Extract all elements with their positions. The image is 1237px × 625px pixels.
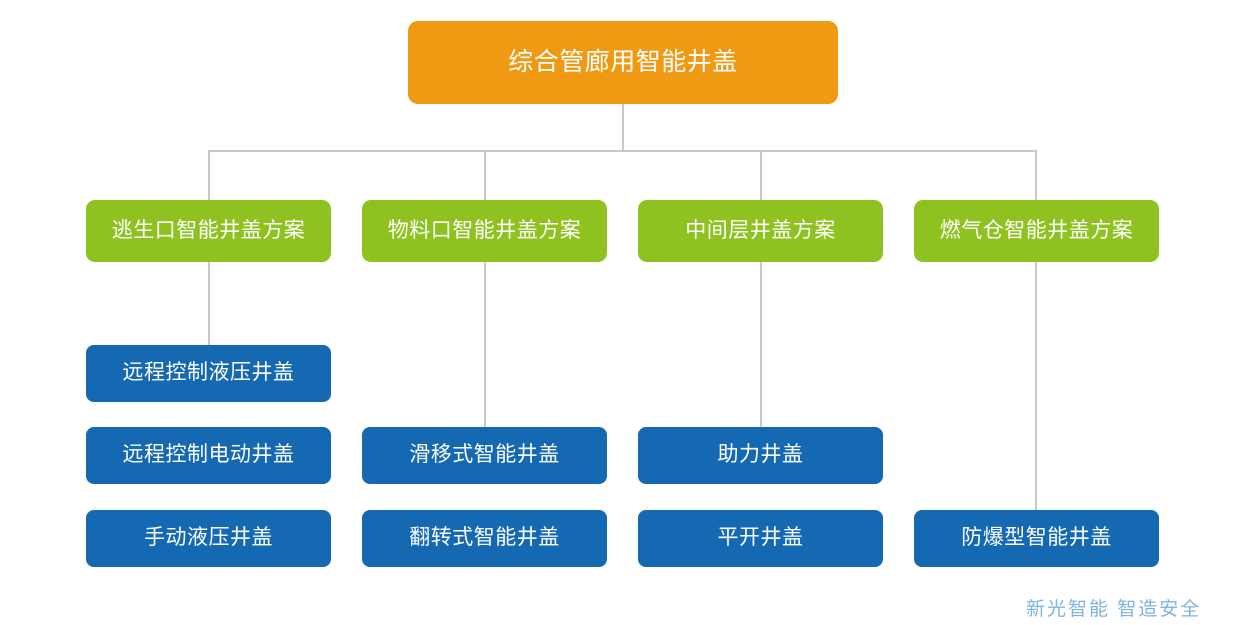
leaf-node-1-3[interactable]: 手动液压井盖 [86, 510, 331, 567]
connector-root-stem [622, 104, 624, 151]
connector-bus-to-branch-1 [208, 150, 210, 200]
leaf-node-2-1-label: 滑移式智能井盖 [409, 443, 560, 467]
branch-node-3-label: 中间层井盖方案 [685, 218, 836, 242]
watermark-text: 新光智能 智造安全 [1026, 599, 1202, 620]
connector-bus-to-branch-3 [760, 150, 762, 200]
connector-branch-1-spine [208, 262, 210, 346]
leaf-node-4-1[interactable]: 防爆型智能井盖 [914, 510, 1159, 567]
branch-node-2-label: 物料口智能井盖方案 [387, 218, 582, 242]
connector-bus-to-branch-2 [484, 150, 486, 200]
leaf-node-3-2-label: 平开井盖 [717, 526, 804, 550]
leaf-node-1-2[interactable]: 远程控制电动井盖 [86, 427, 331, 484]
connector-branch-4-spine [1035, 262, 1037, 512]
leaf-node-1-1[interactable]: 远程控制液压井盖 [86, 345, 331, 402]
leaf-node-1-1-label: 远程控制液压井盖 [122, 361, 295, 385]
branch-node-4-label: 燃气仓智能井盖方案 [939, 218, 1134, 242]
connector-bus-to-branch-4 [1035, 150, 1037, 200]
connector-branch-2-spine [484, 262, 486, 429]
root-node-label: 综合管廊用智能井盖 [508, 48, 738, 77]
branch-node-4[interactable]: 燃气仓智能井盖方案 [914, 200, 1159, 262]
branch-node-3[interactable]: 中间层井盖方案 [638, 200, 883, 262]
leaf-node-1-2-label: 远程控制电动井盖 [122, 443, 295, 467]
leaf-node-2-1[interactable]: 滑移式智能井盖 [362, 427, 607, 484]
leaf-node-3-1[interactable]: 助力井盖 [638, 427, 883, 484]
leaf-node-1-3-label: 手动液压井盖 [144, 526, 273, 550]
root-node[interactable]: 综合管廊用智能井盖 [408, 21, 838, 104]
connector-horizontal-bus [208, 150, 1036, 152]
leaf-node-4-1-label: 防爆型智能井盖 [961, 526, 1112, 550]
leaf-node-3-2[interactable]: 平开井盖 [638, 510, 883, 567]
branch-node-2[interactable]: 物料口智能井盖方案 [362, 200, 607, 262]
leaf-node-2-2-label: 翻转式智能井盖 [409, 526, 560, 550]
branch-node-1-label: 逃生口智能井盖方案 [111, 218, 306, 242]
leaf-node-2-2[interactable]: 翻转式智能井盖 [362, 510, 607, 567]
connector-branch-3-spine [760, 262, 762, 429]
leaf-node-3-1-label: 助力井盖 [717, 443, 804, 467]
branch-node-1[interactable]: 逃生口智能井盖方案 [86, 200, 331, 262]
